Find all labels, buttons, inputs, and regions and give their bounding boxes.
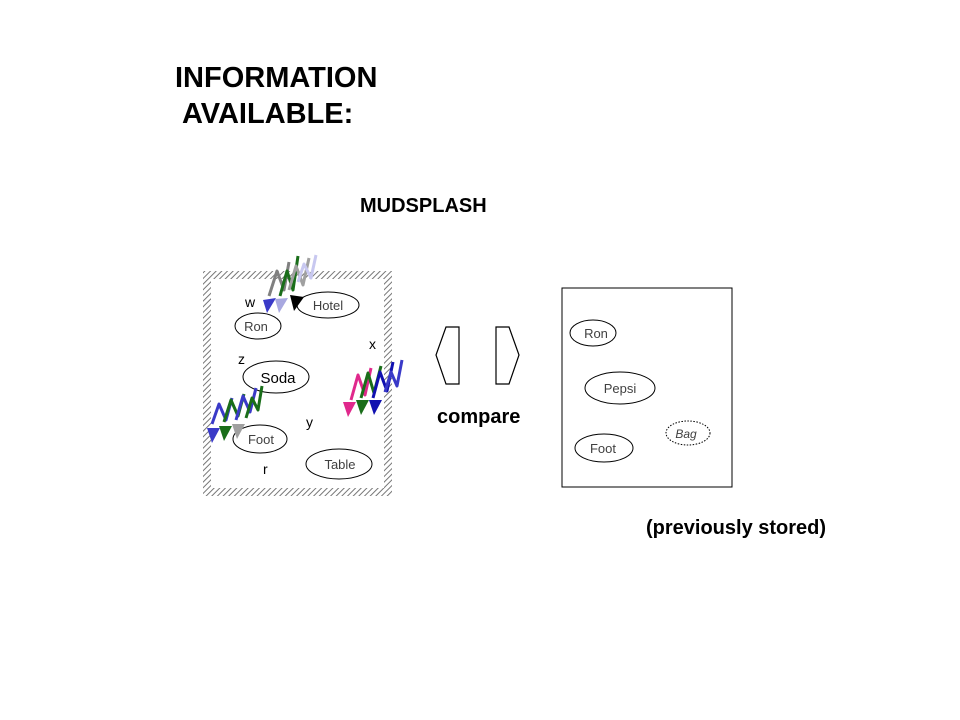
object-ron-label: Ron (244, 319, 268, 334)
object-soda-label: Soda (260, 370, 296, 387)
heading-line2: AVAILABLE: (182, 98, 354, 130)
stored-object-ron-label: Ron (584, 326, 608, 341)
compare-right-arrow (495, 326, 520, 385)
object-hotel-label: Hotel (313, 298, 343, 313)
object-ron: Ron (234, 312, 282, 340)
object-foot-label: Foot (248, 432, 274, 447)
mudsplash-right (343, 359, 404, 417)
stored-object-bag: Bag (665, 420, 711, 446)
object-foot: Foot (232, 424, 288, 454)
heading-line1: INFORMATION (175, 62, 378, 94)
compare-label: compare (437, 406, 521, 428)
stored-object-bag-label: Bag (675, 427, 697, 441)
object-table: Table (305, 448, 373, 480)
letter-y: y (306, 414, 313, 430)
letter-x: x (369, 336, 376, 352)
previously-stored-note: (previously stored) (646, 517, 827, 539)
stored-object-pepsi: Pepsi (584, 371, 656, 405)
letter-w: w (244, 294, 256, 310)
object-table-label: Table (324, 457, 355, 472)
stored-object-foot-label: Foot (590, 441, 616, 456)
object-soda: Soda (242, 360, 310, 394)
scene-title: MUDSPLASH (360, 195, 487, 217)
stored-object-foot: Foot (574, 433, 634, 463)
stored-object-ron: Ron (569, 319, 617, 347)
mudsplash-left (207, 385, 264, 443)
stored-object-pepsi-label: Pepsi (604, 381, 637, 396)
object-hotel: Hotel (296, 291, 360, 319)
compare-left-arrow (435, 326, 460, 385)
letter-z: z (238, 351, 245, 367)
mudsplash-top (263, 254, 318, 313)
letter-r: r (263, 461, 268, 477)
